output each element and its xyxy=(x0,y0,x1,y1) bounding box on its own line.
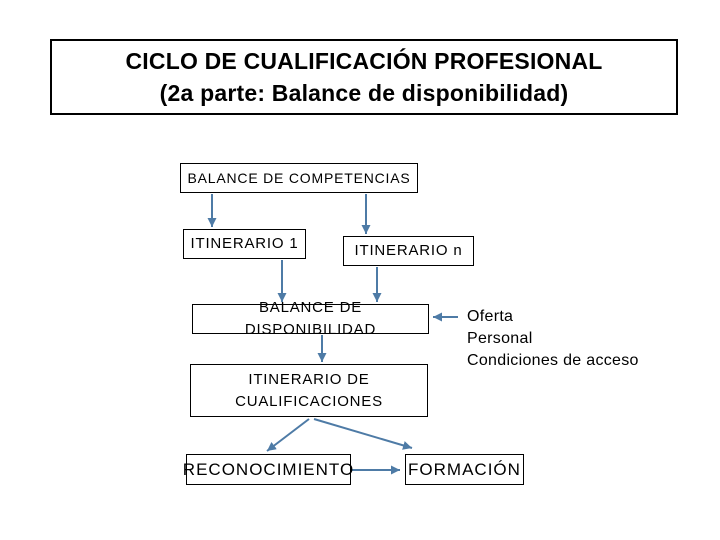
node-itinerario-n-label: ITINERARIO n xyxy=(354,242,463,259)
node-itinerario-cualificaciones-label: ITINERARIO DE CUALIFICACIONES xyxy=(235,370,383,410)
node-balance-disponibilidad-label: BALANCE DE DISPONIBILIDAD xyxy=(244,299,377,338)
arrow-cualificaciones-to-formacion xyxy=(313,418,413,450)
side-note: Oferta Personal Condiciones de acceso xyxy=(467,308,639,369)
title-box: CICLO DE CUALIFICACIÓN PROFESIONAL (2a p… xyxy=(50,39,678,115)
node-formacion: FORMACIÓN xyxy=(405,454,524,485)
node-balance-competencias-label: BALANCE DE COMPETENCIAS xyxy=(187,170,411,186)
node-balance-disponibilidad: BALANCE DE DISPONIBILIDAD xyxy=(192,299,429,338)
node-reconocimiento: RECONOCIMIENTO xyxy=(182,454,355,485)
node-itinerario-1-label: ITINERARIO 1 xyxy=(190,235,299,252)
arrow-cualificaciones-to-reconocimiento xyxy=(266,418,310,452)
node-reconocimiento-label: RECONOCIMIENTO xyxy=(182,459,355,479)
node-itinerario-n: ITINERARIO n xyxy=(343,236,474,266)
node-formacion-label: FORMACIÓN xyxy=(408,459,521,479)
node-balance-competencias: BALANCE DE COMPETENCIAS xyxy=(180,163,418,193)
node-itinerario-1: ITINERARIO 1 xyxy=(183,229,306,259)
node-itinerario-cualificaciones: ITINERARIO DE CUALIFICACIONES xyxy=(190,364,428,417)
page-title: CICLO DE CUALIFICACIÓN PROFESIONAL (2a p… xyxy=(125,48,603,106)
